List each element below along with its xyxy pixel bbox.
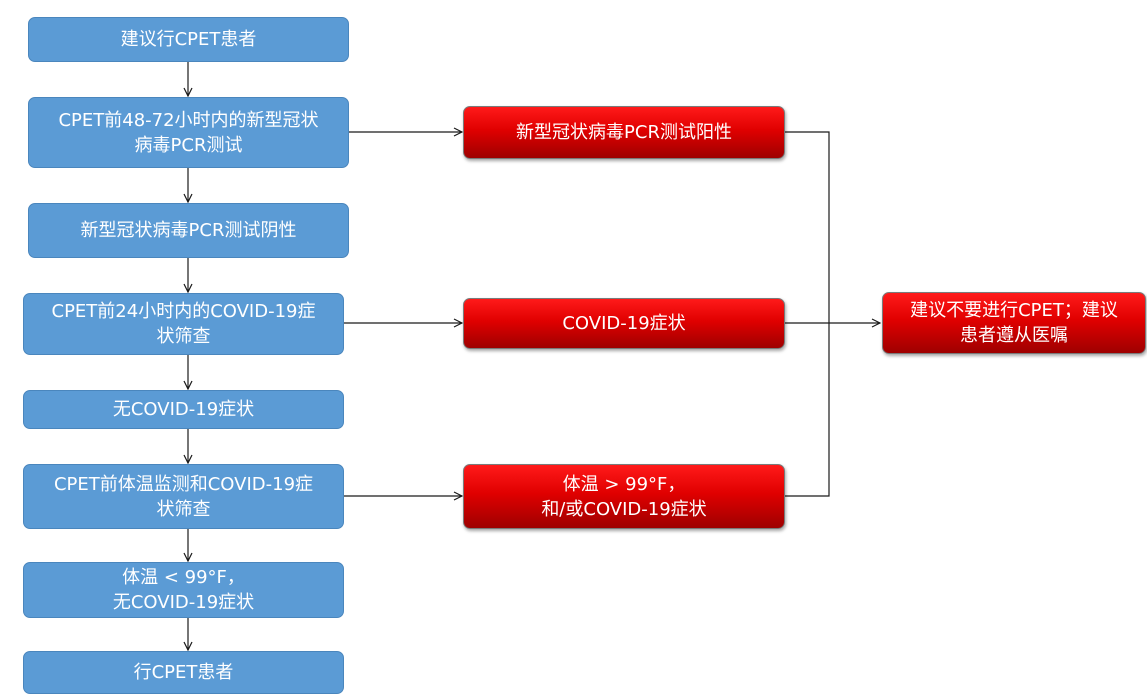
step-temperature-normal: 体温 < 99°F， 无COVID-19症状 bbox=[23, 562, 344, 618]
step-temperature-normal-line2: 无COVID-19症状 bbox=[112, 592, 255, 613]
bracket-connector bbox=[785, 131, 830, 497]
step-temperature-screening: CPET前体温监测和COVID-19症 状筛查 bbox=[23, 464, 344, 529]
outcome-line2: 患者遵从医嘱 bbox=[960, 325, 1068, 346]
exclusion-temperature-high: 体温 > 99°F， 和/或COVID-19症状 bbox=[463, 464, 785, 529]
step-no-symptoms: 无COVID-19症状 bbox=[23, 390, 344, 429]
step-pcr-test-line2: 病毒PCR测试 bbox=[134, 134, 243, 156]
step-symptom-screening-24h-line2: 状筛查 bbox=[156, 326, 211, 347]
exclusion-pcr-positive: 新型冠状病毒PCR测试阳性 bbox=[463, 106, 785, 159]
step-symptom-screening-24h-line1: CPET前24小时内的COVID-19症 bbox=[51, 301, 316, 322]
step-pcr-negative: 新型冠状病毒PCR测试阴性 bbox=[28, 203, 349, 258]
exclusion-pcr-positive-label: 新型冠状病毒PCR测试阳性 bbox=[516, 122, 732, 143]
step-pcr-negative-label: 新型冠状病毒PCR测试阴性 bbox=[80, 220, 297, 241]
step-pcr-test-line1: CPET前48-72小时内的新型冠状 bbox=[58, 109, 319, 131]
step-temperature-screening-line2: 状筛查 bbox=[156, 498, 211, 520]
exclusion-covid-symptoms-label: COVID-19症状 bbox=[562, 313, 686, 334]
exclusion-temperature-high-line2: 和/或COVID-19症状 bbox=[541, 498, 707, 520]
step-temperature-screening-line1: CPET前体温监测和COVID-19症 bbox=[53, 473, 314, 495]
step-temperature-normal-line1: 体温 < 99°F， bbox=[122, 567, 245, 588]
step-pcr-test: CPET前48-72小时内的新型冠状 病毒PCR测试 bbox=[28, 97, 349, 168]
exclusion-temperature-high-line1: 体温 > 99°F， bbox=[562, 473, 686, 495]
outcome-line1: 建议不要进行CPET；建议 bbox=[910, 300, 1118, 321]
step-recommended-cpet-label: 建议行CPET患者 bbox=[120, 29, 257, 50]
outcome-do-not-perform-cpet: 建议不要进行CPET；建议 患者遵从医嘱 bbox=[882, 292, 1146, 354]
exclusion-covid-symptoms: COVID-19症状 bbox=[463, 298, 785, 349]
step-perform-cpet: 行CPET患者 bbox=[23, 651, 344, 694]
step-recommended-cpet: 建议行CPET患者 bbox=[28, 17, 349, 62]
step-symptom-screening-24h: CPET前24小时内的COVID-19症 状筛查 bbox=[23, 293, 344, 355]
step-no-symptoms-label: 无COVID-19症状 bbox=[112, 399, 255, 420]
step-perform-cpet-label: 行CPET患者 bbox=[133, 662, 234, 683]
